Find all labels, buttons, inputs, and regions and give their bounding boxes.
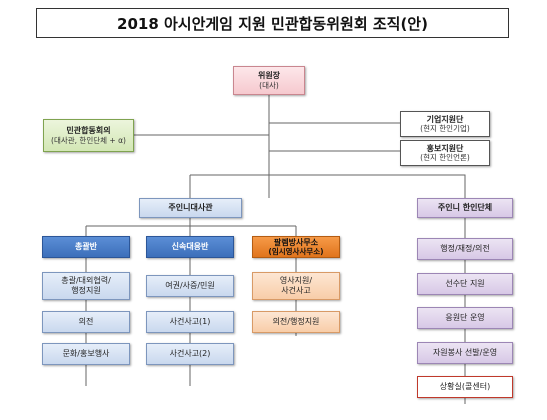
embassy-node: 주인니대사관	[139, 198, 242, 218]
chairperson-node: 위원장 (대사)	[233, 66, 305, 95]
chairperson-sub: (대사)	[259, 80, 279, 90]
palembang-office-node: 팔렘방사무소 (임시영사사무소)	[252, 236, 340, 258]
diagram-title: 2018 아시안게임 지원 민관합동위원회 조직(안)	[36, 8, 509, 38]
rapid-item-label: 여권/사증/민원	[165, 281, 215, 291]
association-item-node: 응원단 운영	[417, 307, 513, 329]
joint-council-node: 민관합동회의 (대사관, 한인단체 + α)	[43, 119, 134, 152]
general-item-node: 문화/홍보행사	[42, 343, 130, 365]
general-team-label: 총괄반	[74, 242, 98, 252]
situation-room-node: 상황실(콜센터)	[417, 376, 513, 398]
rapid-item-node: 여권/사증/민원	[146, 275, 234, 297]
association-item-label: 응원단 운영	[445, 313, 485, 323]
pr-support-label: 홍보지원단	[426, 143, 464, 153]
association-item-node: 행정/재정/의전	[417, 238, 513, 260]
general-item-label: 총괄/대외협력/ 행정지원	[61, 276, 111, 295]
association-item-label: 자원봉사 선발/운영	[432, 348, 498, 358]
embassy-label: 주인니대사관	[168, 203, 213, 213]
palembang-item-node: 의전/행정지원	[252, 311, 340, 333]
joint-council-sub: (대사관, 한인단체 + α)	[51, 135, 126, 145]
rapid-item-label: 사건사고(1)	[169, 317, 211, 327]
pr-support-node: 홍보지원단 (현지 한인언론)	[400, 140, 490, 166]
association-item-node: 자원봉사 선발/운영	[417, 342, 513, 364]
palembang-office-label: 팔렘방사무소	[273, 237, 319, 247]
business-support-node: 기업지원단 (현지 한인기업)	[400, 111, 490, 137]
rapid-item-label: 사건사고(2)	[169, 349, 211, 359]
rapid-item-node: 사건사고(2)	[146, 343, 234, 365]
palembang-item-node: 영사지원/ 사건사고	[252, 272, 340, 300]
general-item-label: 의전	[78, 317, 94, 327]
association-item-label: 행정/재정/의전	[440, 244, 490, 254]
rapid-response-team-node: 신속대응반	[146, 236, 234, 258]
association-item-node: 선수단 지원	[417, 273, 513, 295]
association-item-label: 선수단 지원	[445, 279, 485, 289]
palembang-office-sub: (임시영사사무소)	[268, 247, 324, 257]
general-item-label: 문화/홍보행사	[62, 349, 110, 359]
rapid-item-node: 사건사고(1)	[146, 311, 234, 333]
general-item-node: 의전	[42, 311, 130, 333]
situation-room-label: 상황실(콜센터)	[439, 382, 491, 392]
joint-council-label: 민관합동회의	[66, 126, 111, 136]
korean-association-node: 주인니 한인단체	[417, 198, 513, 218]
general-team-node: 총괄반	[42, 236, 130, 258]
pr-support-sub: (현지 한인언론)	[420, 153, 470, 163]
korean-association-label: 주인니 한인단체	[437, 203, 493, 213]
business-support-label: 기업지원단	[426, 114, 464, 124]
palembang-item-label: 영사지원/ 사건사고	[279, 276, 313, 295]
chairperson-label: 위원장	[257, 71, 281, 81]
general-item-node: 총괄/대외협력/ 행정지원	[42, 272, 130, 300]
rapid-response-team-label: 신속대응반	[171, 242, 209, 252]
business-support-sub: (현지 한인기업)	[420, 124, 470, 134]
palembang-item-label: 의전/행정지원	[272, 317, 320, 327]
